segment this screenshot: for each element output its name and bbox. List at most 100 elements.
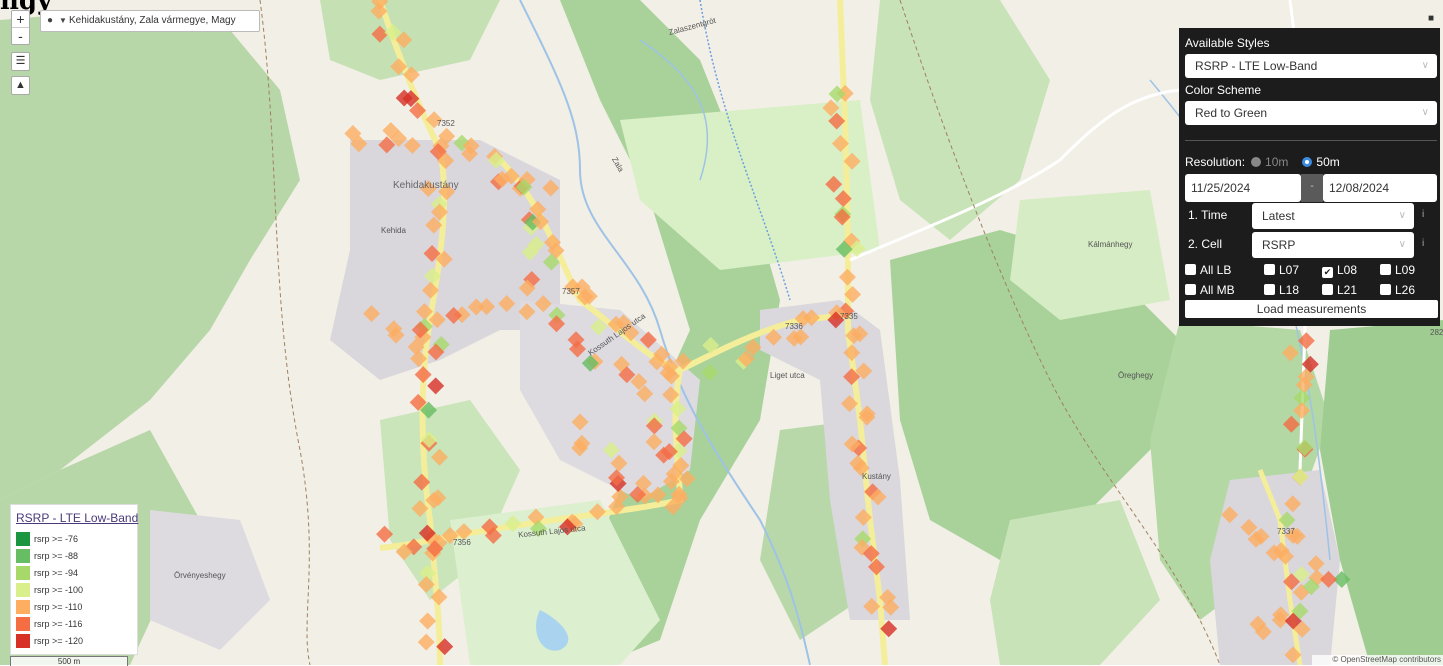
measurement-marker (390, 130, 408, 148)
chevron-down-icon: ∨ (1421, 107, 1429, 118)
measurement-marker (548, 315, 565, 333)
measurement-marker (467, 298, 485, 316)
measurement-marker (441, 526, 459, 544)
measurement-marker (1291, 602, 1309, 620)
control-panel: Available Styles RSRP - LTE Low-Band∨ Co… (1179, 28, 1440, 326)
legend-label: rsrp >= -94 (34, 568, 79, 578)
checkbox-box[interactable] (1264, 264, 1275, 275)
date-from-input[interactable]: 11/25/2024 (1185, 174, 1301, 202)
measurement-marker (702, 336, 720, 354)
measurement-marker (527, 508, 545, 526)
checkbox-l09[interactable]: L09 (1380, 263, 1415, 277)
load-measurements-button[interactable]: Load measurements (1185, 300, 1438, 318)
legend-entry: rsrp >= -76 (16, 532, 78, 546)
radio-50m-label: 50m (1316, 155, 1340, 169)
measurement-marker (558, 518, 576, 536)
location-search[interactable]: ●▼Kehidakustány, Zala vármegye, Magy (40, 10, 260, 32)
measurement-marker (1288, 527, 1306, 545)
measurement-marker (427, 377, 445, 395)
date-to-input[interactable]: 12/08/2024 (1323, 174, 1437, 202)
measurement-marker (1240, 518, 1258, 536)
measurement-marker (371, 25, 389, 43)
legend-swatch (16, 634, 30, 648)
measurement-marker (855, 362, 873, 380)
measurement-marker (462, 137, 480, 155)
checkbox-l21[interactable]: L21 (1322, 283, 1357, 297)
measurement-marker (1249, 615, 1267, 633)
map-attribution[interactable]: © OpenStreetMap contributors (1312, 655, 1443, 665)
place-label: Örvényeshegy (174, 571, 226, 580)
checkbox-box[interactable] (1185, 264, 1196, 275)
measurement-marker (429, 143, 447, 161)
checkbox-box[interactable] (1322, 284, 1333, 295)
checkbox-l26[interactable]: L26 (1380, 283, 1415, 297)
car-icon[interactable]: ■ (1428, 13, 1435, 24)
measurement-marker (410, 350, 428, 368)
legend-swatch (16, 532, 30, 546)
radio-50m[interactable] (1302, 157, 1313, 167)
info-icon[interactable]: i (1422, 209, 1425, 220)
styles-select[interactable]: RSRP - LTE Low-Band∨ (1185, 54, 1437, 78)
measurement-marker (618, 366, 636, 384)
checkbox-l07[interactable]: L07 (1264, 263, 1299, 277)
layers-button[interactable]: ☰ (11, 52, 30, 71)
info-icon[interactable]: i (1422, 238, 1425, 249)
chevron-down-icon: ∨ (1398, 210, 1406, 221)
divider (1185, 140, 1437, 141)
measurement-marker (1252, 527, 1270, 545)
checkbox-l08[interactable]: ✔ L08 (1322, 263, 1357, 278)
measurement-marker (588, 503, 606, 521)
layers-icon: ☰ (15, 55, 26, 67)
cell-select[interactable]: RSRP∨ (1252, 232, 1414, 258)
checkbox-label: L07 (1279, 263, 1300, 277)
measurement-marker (834, 190, 852, 208)
checkbox-box[interactable] (1380, 264, 1391, 275)
measurement-marker (869, 488, 887, 506)
scheme-select[interactable]: Red to Green∨ (1185, 101, 1437, 125)
map-legend: RSRP - LTE Low-Band rsrp >= -76 rsrp >= … (10, 504, 138, 655)
checkmark-icon[interactable]: ✔ (1322, 267, 1333, 278)
checkbox-box[interactable] (1380, 284, 1391, 295)
measurement-marker (438, 183, 456, 201)
measurement-marker (423, 267, 441, 285)
radio-10m-label: 10m (1265, 155, 1289, 169)
checkbox-box[interactable] (1264, 284, 1275, 295)
road-number: 7336 (785, 322, 803, 331)
measurement-marker (648, 353, 666, 371)
measurement-marker (534, 295, 552, 313)
measurement-marker (426, 540, 444, 558)
checkbox-all-mb[interactable]: All MB (1185, 283, 1235, 297)
measurement-marker (430, 588, 448, 606)
measurement-marker (862, 545, 880, 563)
chevron-down-icon[interactable]: ▼ (59, 16, 67, 25)
zoom-in-button[interactable]: + (16, 11, 25, 27)
measurement-marker (423, 245, 441, 262)
measurement-marker (417, 575, 435, 593)
checkbox-box[interactable] (1185, 284, 1196, 295)
time-select[interactable]: Latest∨ (1252, 203, 1414, 229)
measurement-marker (1221, 506, 1239, 524)
checkbox-label: L18 (1279, 283, 1300, 297)
legend-entry: rsrp >= -94 (16, 566, 78, 580)
zoom-out-button[interactable]: - (12, 27, 29, 44)
checkbox-l18[interactable]: L18 (1264, 283, 1299, 297)
measurement-marker (1278, 511, 1296, 529)
measurement-marker (1297, 332, 1315, 350)
map-style-button[interactable]: ▲ (11, 76, 30, 95)
measurement-marker (420, 401, 438, 419)
radio-10m[interactable] (1251, 157, 1262, 167)
road-number: 7357 (562, 287, 580, 296)
measurement-marker (418, 524, 436, 542)
measurement-marker (1281, 344, 1299, 362)
checkbox-label: L08 (1337, 263, 1358, 277)
measurement-marker (590, 318, 608, 336)
measurement-marker (639, 331, 657, 349)
checkbox-all-lb[interactable]: All LB (1185, 263, 1231, 277)
measurement-marker (1282, 415, 1300, 433)
measurement-marker (1291, 468, 1309, 486)
measurement-marker (504, 514, 522, 532)
measurement-marker (421, 281, 439, 299)
measurement-marker (882, 598, 900, 616)
measurement-marker (845, 327, 863, 345)
